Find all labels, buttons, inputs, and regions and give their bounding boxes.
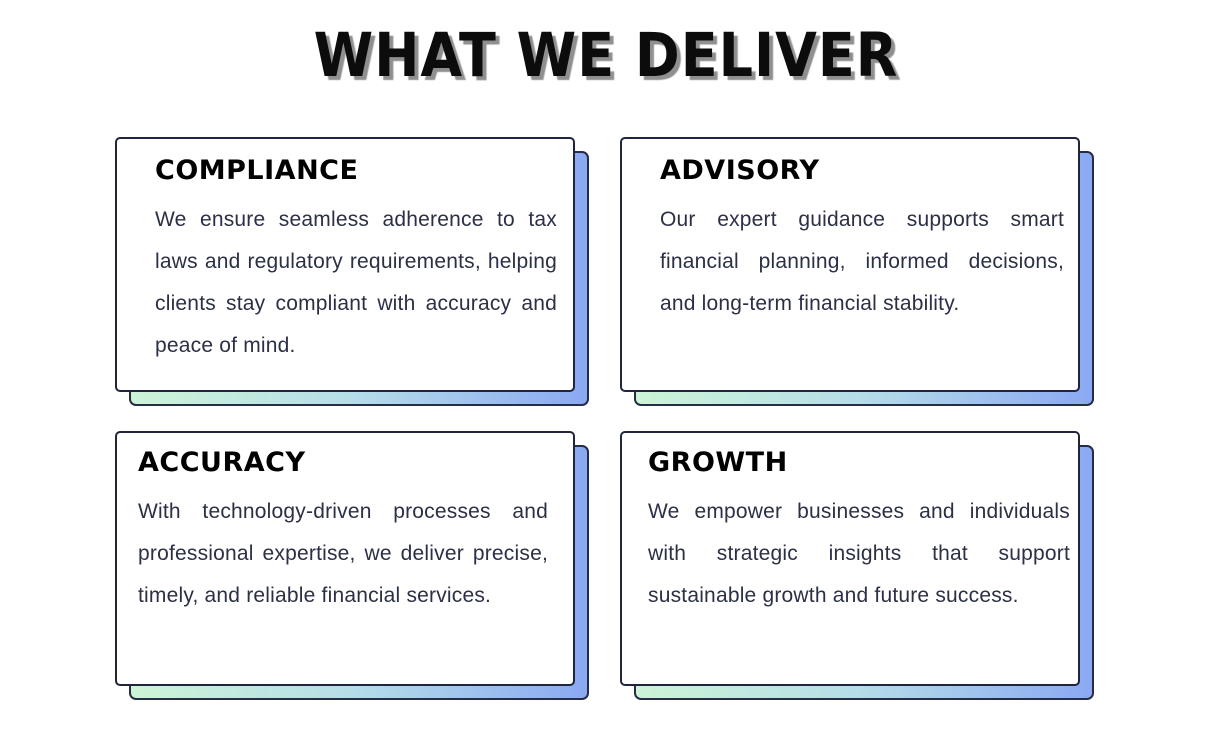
card-accuracy: ACCURACY With technology-driven processe… (115, 431, 589, 700)
card-body: Our expert guidance supports smart finan… (660, 208, 1064, 315)
card-surface: ACCURACY With technology-driven processe… (115, 431, 575, 686)
card-growth: GROWTH We empower businesses and individ… (620, 431, 1094, 700)
card-heading: COMPLIANCE (155, 155, 359, 186)
card-heading: ACCURACY (138, 447, 306, 478)
page-title: WHAT WE DELIVER (313, 19, 899, 91)
card-surface: ADVISORY Our expert guidance supports sm… (620, 137, 1080, 392)
card-surface: GROWTH We empower businesses and individ… (620, 431, 1080, 686)
card-body: We empower businesses and individuals wi… (648, 500, 1070, 607)
card-heading: ADVISORY (660, 155, 820, 186)
card-body: We ensure seamless adherence to tax laws… (155, 208, 557, 357)
card-surface: COMPLIANCE We ensure seamless adherence … (115, 137, 575, 392)
card-body: With technology-driven processes and pro… (138, 500, 548, 607)
card-heading: GROWTH (648, 447, 788, 478)
card-compliance: COMPLIANCE We ensure seamless adherence … (115, 137, 589, 406)
card-advisory: ADVISORY Our expert guidance supports sm… (620, 137, 1094, 406)
